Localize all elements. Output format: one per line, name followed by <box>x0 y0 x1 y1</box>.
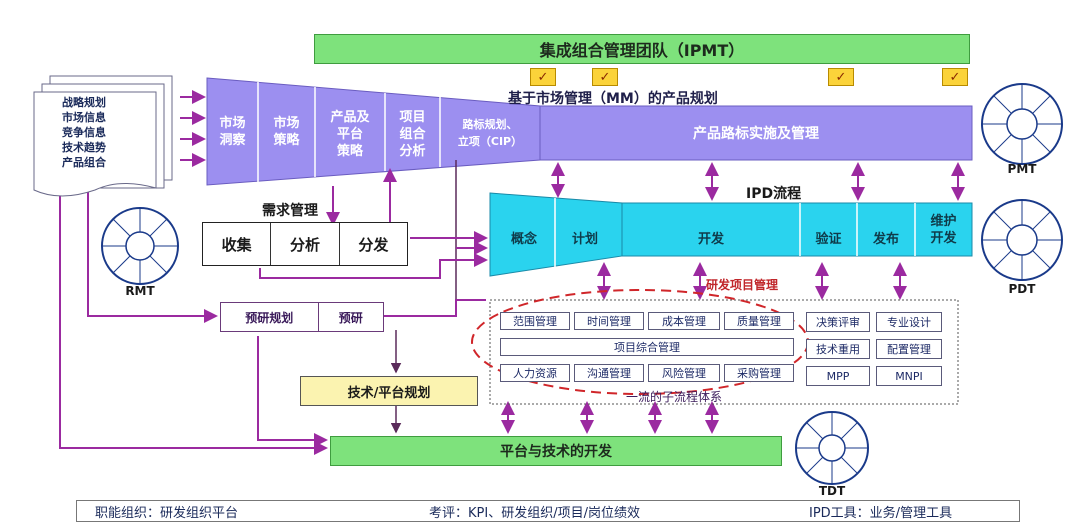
demand-item: 收集 <box>203 223 272 265</box>
grid-cell: 技术重用 <box>806 339 870 359</box>
doc-item: 战略规划 <box>62 96 106 109</box>
bottom-item: 职能组织：研发组织平台 <box>95 505 239 521</box>
funnel-step: 产品及 平台 策略 <box>330 109 370 159</box>
ipd-title: IPD流程 <box>746 186 802 202</box>
funnel-step: 路标规划、 立项（CIP） <box>457 118 523 148</box>
check-icon: ✓ <box>592 68 618 86</box>
ipd-stage: 维护 开发 <box>930 214 957 246</box>
grid-cell: 人力资源 <box>500 364 570 382</box>
pmt-caption: PMT <box>1007 162 1037 176</box>
ipmt-bar: 集成组合管理团队（IPMT） <box>314 34 970 64</box>
rmt-wheel-icon <box>101 207 179 285</box>
grid-cell: 风险管理 <box>648 364 720 382</box>
check-icon: ✓ <box>828 68 854 86</box>
pre-research: 预研 <box>338 310 363 325</box>
tech-platform-plan: 技术/平台规划 <box>300 376 478 406</box>
check-icon: ✓ <box>530 68 556 86</box>
ipd-stage: 发布 <box>872 231 899 247</box>
demand-title: 需求管理 <box>262 203 318 219</box>
rmt-caption: RMT <box>125 284 155 298</box>
pdt-caption: PDT <box>1008 282 1036 296</box>
ipmt-label: 集成组合管理团队（IPMT） <box>539 41 745 60</box>
demand-item: 分发 <box>358 235 389 254</box>
input-documents-list: 战略规划 市场信息 竞争信息 技术趋势 产品组合 <box>44 95 148 170</box>
grid-cell: 沟通管理 <box>574 364 644 382</box>
grid-cell: MPP <box>806 366 870 386</box>
grid-cell: 时间管理 <box>574 312 644 330</box>
grid-cell: 成本管理 <box>648 312 720 330</box>
platform-dev-bar: 平台与技术的开发 <box>330 436 782 466</box>
subprocess-label: 一流的子流程体系 <box>626 390 723 404</box>
grid-cell: 专业设计 <box>876 312 942 332</box>
rd-mgmt-title: 研发项目管理 <box>706 278 779 292</box>
bottom-item: 考评：KPI、研发组织/项目/岗位绩效 <box>429 505 640 521</box>
doc-item: 技术趋势 <box>62 141 106 154</box>
grid-cell: 配置管理 <box>876 339 942 359</box>
roadmap-band-label: 产品路标实施及管理 <box>693 126 819 142</box>
ipd-stage: 验证 <box>815 231 842 247</box>
grid-cell: 范围管理 <box>500 312 570 330</box>
tdt-wheel-icon <box>795 411 869 485</box>
doc-item: 竞争信息 <box>62 126 106 139</box>
pdt-wheel-icon <box>981 199 1063 281</box>
pre-research-box: 预研规划 预研 <box>220 302 384 332</box>
ipd-stage: 开发 <box>697 231 724 247</box>
tdt-caption: TDT <box>818 484 846 498</box>
demand-box: 收集 分析 分发 <box>202 222 408 266</box>
ipd-stage: 概念 <box>510 231 537 247</box>
input-documents-icon <box>33 75 173 197</box>
funnel-step: 市场 洞察 <box>219 116 246 148</box>
grid-cell: 质量管理 <box>724 312 794 330</box>
grid-cell: 决策评审 <box>806 312 870 332</box>
pmt-wheel-icon <box>981 83 1063 165</box>
funnel-step: 市场 策略 <box>273 116 300 148</box>
bottom-bar: 职能组织：研发组织平台 考评：KPI、研发组织/项目/岗位绩效 IPD工具：业务… <box>76 500 1020 522</box>
grid-cell: 采购管理 <box>724 364 794 382</box>
grid-cell: 项目综合管理 <box>500 338 794 356</box>
check-icon: ✓ <box>942 68 968 86</box>
doc-item: 市场信息 <box>62 111 106 124</box>
ipd-stage: 计划 <box>571 231 598 247</box>
mm-title: 基于市场管理（MM）的产品规划 <box>508 91 718 107</box>
doc-item: 产品组合 <box>62 156 106 169</box>
bottom-item: IPD工具：业务/管理工具 <box>809 505 953 521</box>
funnel-step: 项目 组合 分析 <box>399 109 426 159</box>
pre-research-plan: 预研规划 <box>221 303 319 331</box>
grid-cell: MNPI <box>876 366 942 386</box>
subprocess-frame <box>489 299 959 405</box>
demand-item: 分析 <box>271 223 340 265</box>
